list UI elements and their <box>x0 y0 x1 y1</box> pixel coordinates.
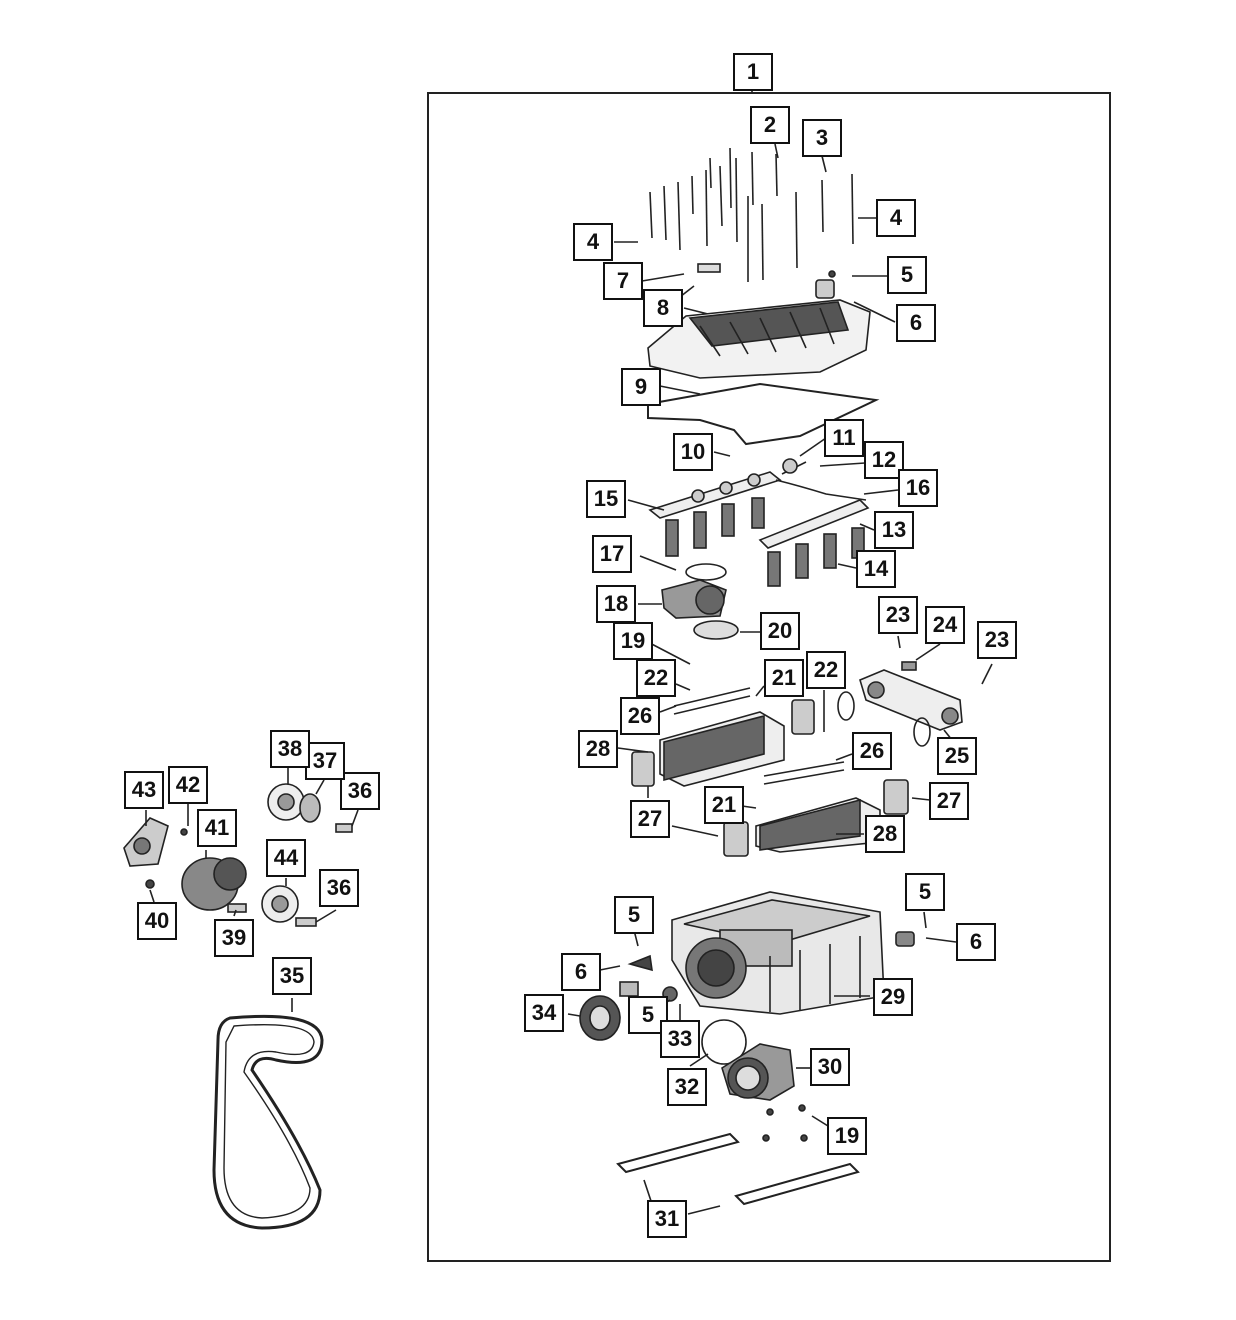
callout-36[interactable]: 36 <box>319 869 359 907</box>
callout-2[interactable]: 2 <box>750 106 790 144</box>
callout-34[interactable]: 34 <box>524 994 564 1032</box>
callout-12[interactable]: 12 <box>864 441 904 479</box>
callout-22[interactable]: 22 <box>636 659 676 697</box>
callout-30[interactable]: 30 <box>810 1048 850 1086</box>
accessory-belt <box>212 1014 324 1230</box>
callout-5[interactable]: 5 <box>614 896 654 934</box>
callout-43[interactable]: 43 <box>124 771 164 809</box>
callout-42[interactable]: 42 <box>168 766 208 804</box>
callout-44[interactable]: 44 <box>266 839 306 877</box>
callout-28[interactable]: 28 <box>865 815 905 853</box>
callout-6[interactable]: 6 <box>896 304 936 342</box>
fuel-rails <box>648 458 870 587</box>
manifold-gasket <box>647 382 880 446</box>
callout-26[interactable]: 26 <box>620 697 660 735</box>
callout-6[interactable]: 6 <box>561 953 601 991</box>
callout-25[interactable]: 25 <box>937 737 977 775</box>
callout-26[interactable]: 26 <box>852 732 892 770</box>
intake-gaskets <box>616 1132 740 1174</box>
callout-32[interactable]: 32 <box>667 1068 707 1106</box>
callout-35[interactable]: 35 <box>272 957 312 995</box>
callout-18[interactable]: 18 <box>596 585 636 623</box>
callout-27[interactable]: 27 <box>630 800 670 838</box>
callout-20[interactable]: 20 <box>760 612 800 650</box>
callout-27[interactable]: 27 <box>929 782 969 820</box>
callout-28[interactable]: 28 <box>578 730 618 768</box>
callout-39[interactable]: 39 <box>214 919 254 957</box>
callout-23[interactable]: 23 <box>878 596 918 634</box>
throttle-adapter <box>661 579 727 619</box>
callout-36[interactable]: 36 <box>340 772 380 810</box>
callout-33[interactable]: 33 <box>660 1020 700 1058</box>
callout-16[interactable]: 16 <box>898 469 938 507</box>
coolant-manifold <box>837 661 963 747</box>
callout-5[interactable]: 5 <box>905 873 945 911</box>
manifold-bolts <box>649 147 854 282</box>
callout-4[interactable]: 4 <box>876 199 916 237</box>
callout-13[interactable]: 13 <box>874 511 914 549</box>
callout-19[interactable]: 19 <box>613 622 653 660</box>
callout-4[interactable]: 4 <box>573 223 613 261</box>
callout-9[interactable]: 9 <box>621 368 661 406</box>
callout-21[interactable]: 21 <box>704 786 744 824</box>
supercharger-pulley <box>579 995 621 1041</box>
callout-6[interactable]: 6 <box>956 923 996 961</box>
callout-31[interactable]: 31 <box>647 1200 687 1238</box>
callout-5[interactable]: 5 <box>887 256 927 294</box>
callout-22[interactable]: 22 <box>806 651 846 689</box>
callout-23[interactable]: 23 <box>977 621 1017 659</box>
idler-pulleys <box>123 783 353 927</box>
callout-3[interactable]: 3 <box>802 119 842 157</box>
callout-8[interactable]: 8 <box>643 289 683 327</box>
callout-17[interactable]: 17 <box>592 535 632 573</box>
callout-41[interactable]: 41 <box>197 809 237 847</box>
callout-21[interactable]: 21 <box>764 659 804 697</box>
callout-1[interactable]: 1 <box>733 53 773 91</box>
callout-29[interactable]: 29 <box>873 978 913 1016</box>
callout-24[interactable]: 24 <box>925 606 965 644</box>
callout-37[interactable]: 37 <box>305 742 345 780</box>
throttle-body <box>721 1043 795 1101</box>
callout-14[interactable]: 14 <box>856 550 896 588</box>
intake-manifold-cover <box>647 299 871 379</box>
callout-10[interactable]: 10 <box>673 433 713 471</box>
assembly-frame <box>427 92 1111 1262</box>
callout-11[interactable]: 11 <box>824 419 864 457</box>
callout-7[interactable]: 7 <box>603 262 643 300</box>
callout-15[interactable]: 15 <box>586 480 626 518</box>
callout-38[interactable]: 38 <box>270 730 310 768</box>
callout-40[interactable]: 40 <box>137 902 177 940</box>
intercooler-bricks <box>631 687 909 857</box>
supercharger-housing <box>671 891 885 1015</box>
callout-19[interactable]: 19 <box>827 1117 867 1155</box>
